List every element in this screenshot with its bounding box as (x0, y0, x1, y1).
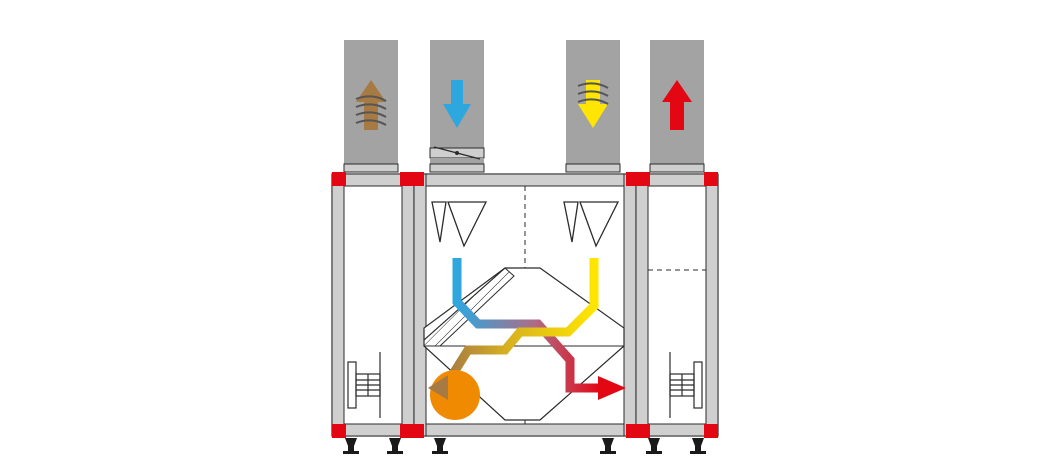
bag-filter-icon-supply (563, 201, 620, 248)
arrow-up-icon (662, 80, 692, 130)
airflow-extract-to-exhaust (444, 258, 599, 385)
fan-icon (347, 352, 381, 418)
adjustable-foot-icon (343, 438, 706, 454)
airflow-outdoor-to-supply (452, 258, 626, 400)
fan-icon-supply (669, 352, 703, 418)
arrow-down-with-coil-icon (577, 80, 609, 128)
damper-icon (433, 146, 481, 160)
arrow-up-with-coil-icon (355, 80, 387, 130)
frame-corners (332, 172, 718, 438)
arrow-down-icon (443, 80, 471, 128)
fan-icon-exhaust (428, 370, 480, 420)
bag-filter-icon (431, 201, 488, 248)
